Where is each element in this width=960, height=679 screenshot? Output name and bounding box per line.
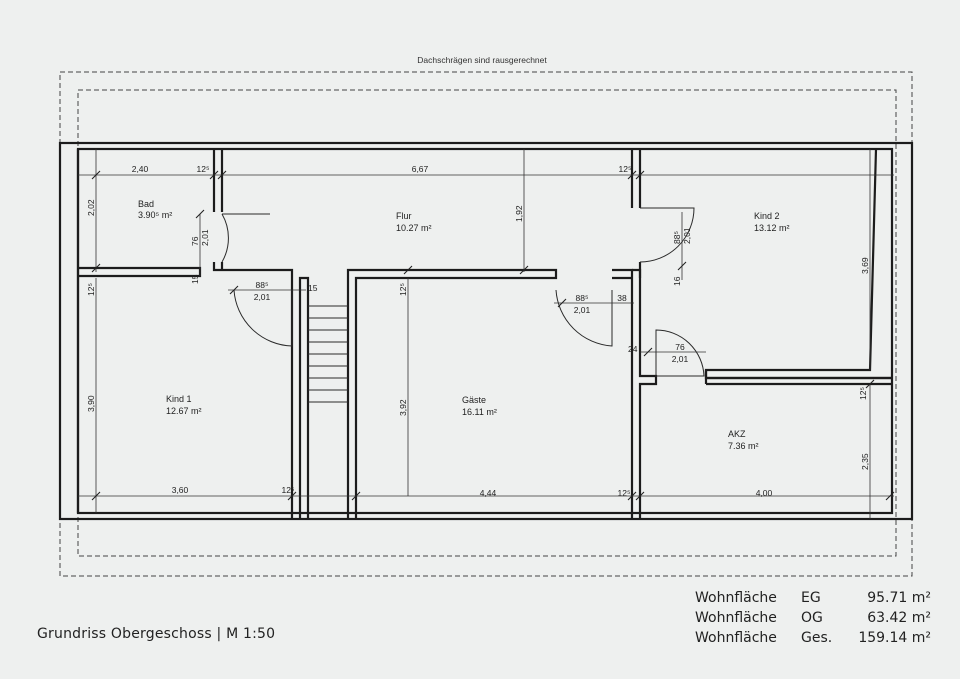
dim-label: 16 — [672, 276, 682, 286]
dim-label: 2,40 — [132, 164, 149, 174]
dim-label: 38 — [617, 293, 627, 303]
interior-walls — [78, 149, 892, 519]
dim-label: 2,01 — [254, 292, 271, 302]
roof-outline-inner — [77, 89, 897, 557]
room-name-gaeste: Gäste — [462, 395, 486, 405]
room-area-gaeste: 16.11 m² — [462, 407, 497, 417]
area-level: Ges. — [801, 630, 833, 646]
dim-label: 12⁵ — [858, 387, 868, 400]
dim-label: 3,90 — [86, 395, 96, 412]
dim-label: 12⁵ — [86, 283, 96, 296]
dim-label: 3,92 — [398, 399, 408, 416]
area-summary: Wohnfläche EG 95.71 m² Wohnfläche OG 63.… — [695, 590, 945, 650]
dim-label: 3,60 — [172, 485, 189, 495]
room-labels: Bad 3.90⁵ m² Flur 10.27 m² Kind 2 13.12 … — [138, 199, 790, 451]
room-area-flur: 10.27 m² — [396, 223, 432, 233]
dim-label: 24 — [628, 344, 638, 354]
room-name-akz: AKZ — [728, 429, 746, 439]
area-row-total: Wohnfläche Ges. 159.14 m² — [695, 630, 945, 650]
outer-walls — [58, 141, 914, 521]
dim-label: 2,01 — [672, 354, 689, 364]
area-label: Wohnfläche — [695, 590, 777, 606]
area-label: Wohnfläche — [695, 630, 777, 646]
roof-slope-note: Dachschrägen sind rausgerechnet — [417, 55, 547, 65]
room-area-kind2: 13.12 m² — [754, 223, 790, 233]
area-level: EG — [801, 590, 821, 606]
dim-label: 15 — [190, 274, 200, 284]
dim-label: 4,44 — [480, 488, 497, 498]
dim-label: 3,69 — [860, 257, 870, 274]
dimension-lines — [78, 149, 895, 519]
area-level: OG — [801, 610, 823, 626]
dim-label: 12⁵ — [618, 488, 631, 498]
dim-label: 2,35 — [860, 453, 870, 470]
room-name-flur: Flur — [396, 211, 412, 221]
dim-label: 12⁵ — [398, 283, 408, 296]
dim-label: 76 — [190, 236, 200, 246]
area-row-og: Wohnfläche OG 63.42 m² — [695, 610, 945, 630]
dim-label: 12⁵ — [197, 164, 210, 174]
room-name-kind1: Kind 1 — [166, 394, 192, 404]
dim-label: 88⁵ — [576, 293, 589, 303]
area-value: 95.71 m² — [867, 590, 931, 606]
door-swings — [221, 207, 705, 377]
area-value: 63.42 m² — [867, 610, 931, 626]
dim-label: 2,01 — [682, 227, 692, 244]
dim-label: 88⁵ — [672, 231, 682, 244]
dim-label: 76 — [675, 342, 685, 352]
area-value: 159.14 m² — [858, 630, 931, 646]
room-name-kind2: Kind 2 — [754, 211, 780, 221]
dim-label: 2,02 — [86, 199, 96, 216]
room-area-bad: 3.90⁵ m² — [138, 210, 172, 220]
stairs — [308, 305, 348, 403]
room-area-akz: 7.36 m² — [728, 441, 759, 451]
room-area-kind1: 12.67 m² — [166, 406, 202, 416]
dim-label: 2,01 — [200, 229, 210, 246]
dim-label: 12⁵ — [619, 164, 632, 174]
dim-label: 6,67 — [412, 164, 429, 174]
plan-title: Grundriss Obergeschoss | M 1:50 — [37, 626, 276, 642]
dim-label: 15 — [308, 283, 318, 293]
dim-label: 12⁵ — [282, 485, 295, 495]
dim-label: 4,00 — [756, 488, 773, 498]
area-row-eg: Wohnfläche EG 95.71 m² — [695, 590, 945, 610]
dim-label: 88⁵ — [256, 280, 269, 290]
dimension-labels: 2,40 12⁵ 6,67 12⁵ 2,02 1,92 3,69 76 2,01… — [86, 164, 870, 498]
roof-outline-outer — [59, 71, 913, 577]
room-name-bad: Bad — [138, 199, 154, 209]
dim-label: 1,92 — [514, 205, 524, 222]
area-label: Wohnfläche — [695, 610, 777, 626]
dim-label: 2,01 — [574, 305, 591, 315]
